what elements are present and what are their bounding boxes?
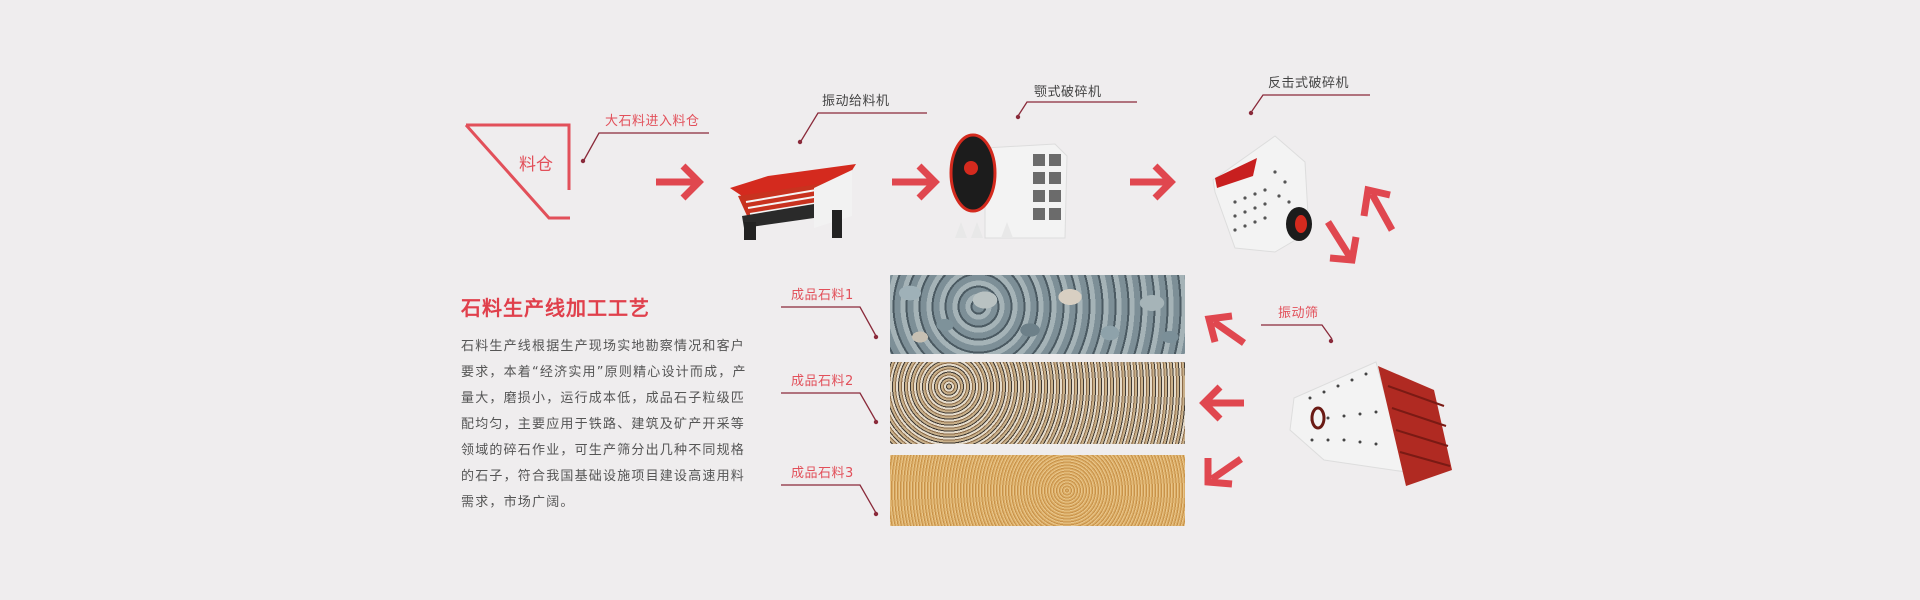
vibrating-screen-image [1289, 361, 1452, 486]
leader-line-jaw-crusher [1015, 101, 1137, 120]
leader-line-feeder [797, 112, 927, 145]
leader-line-product-2 [781, 392, 879, 425]
arrow-down-right-icon [1325, 220, 1360, 264]
arrow-right-icon [1130, 163, 1176, 201]
hopper-outline [464, 123, 571, 220]
leader-line-product-1 [781, 306, 879, 340]
jaw-crusher-image [949, 133, 1068, 239]
leader-line-product-3 [781, 484, 879, 517]
stage-label-feeder: 振动给料机 [822, 94, 890, 109]
stage-label-screen: 振动筛 [1278, 306, 1319, 321]
product-label-3: 成品石料3 [791, 466, 854, 481]
stage-label-impact-crusher: 反击式破碎机 [1268, 76, 1350, 91]
leader-line-hopper [580, 132, 709, 164]
section-title: 石料生产线加工工艺 [461, 296, 650, 320]
arrow-right-icon [656, 163, 704, 201]
leader-line-impact-crusher [1248, 94, 1370, 116]
product-image-3 [890, 455, 1185, 526]
impact-crusher-image [1212, 135, 1312, 253]
product-label-2: 成品石料2 [791, 374, 854, 389]
hopper-label: 料仓 [519, 155, 553, 175]
arrow-right-icon [892, 163, 940, 201]
product-image-2 [890, 362, 1185, 444]
arrow-down-left-icon [1204, 456, 1243, 488]
arrow-up-left-icon [1204, 312, 1247, 346]
stage-label-hopper: 大石料进入料仓 [605, 114, 700, 129]
vibrating-feeder-image [730, 164, 856, 240]
product-label-1: 成品石料1 [791, 288, 854, 303]
arrow-left-icon [1199, 384, 1244, 422]
stage-label-jaw-crusher: 颚式破碎机 [1034, 85, 1102, 100]
leader-line-screen [1261, 324, 1334, 344]
product-image-1 [890, 275, 1185, 354]
arrow-up-left-icon [1360, 185, 1396, 232]
section-description: 石料生产线根据生产现场实地勘察情况和客户要求，本着“经济实用”原则精心设计而成，… [461, 339, 747, 510]
